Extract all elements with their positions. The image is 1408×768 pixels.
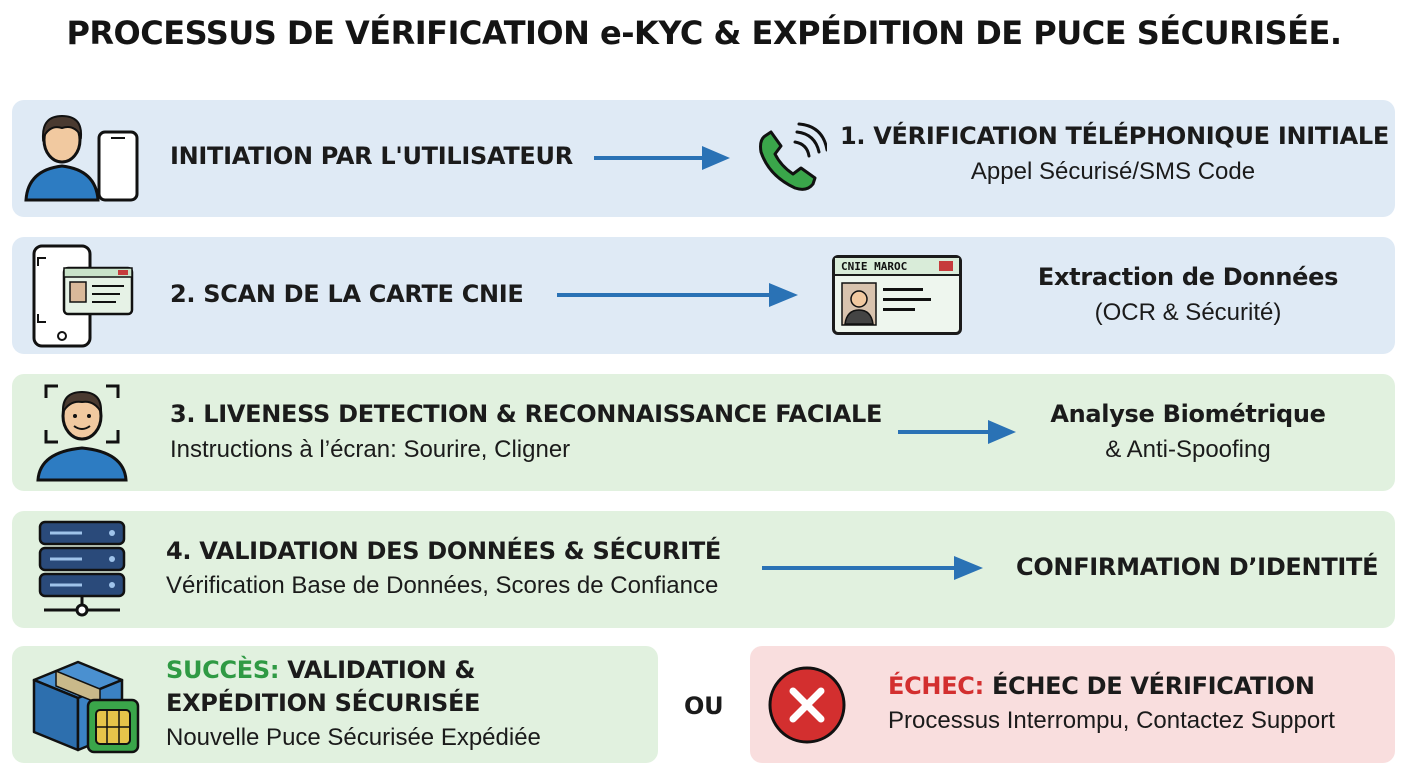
step-4-label: 4. VALIDATION DES DONNÉES & SÉCURITÉ <box>166 537 722 565</box>
flag-icon <box>939 261 953 271</box>
failure-subtitle: Processus Interrompu, Contactez Support <box>888 707 1335 734</box>
step-3-result-subtitle: & Anti-Spoofing <box>1105 436 1271 463</box>
card-label: CNIE MAROC <box>841 260 908 273</box>
arrow-step-4 <box>762 556 983 580</box>
step-1-subtitle: Appel Sécurisé/SMS Code <box>970 158 1256 185</box>
step-3-subtitle: Instructions à l’écran: Sourire, Cligner <box>170 436 571 463</box>
success-title-line2: EXPÉDITION SÉCURISÉE <box>166 689 481 717</box>
error-x-icon <box>768 666 846 744</box>
failure-title: ÉCHEC DE VÉRIFICATION <box>983 672 1315 700</box>
failure-prefix: ÉCHEC: <box>888 672 984 700</box>
step-4-title: CONFIRMATION D’IDENTITÉ <box>1016 553 1379 581</box>
step-4-subtitle: Vérification Base de Données, Scores de … <box>166 572 719 599</box>
step-validation-band <box>12 511 1395 628</box>
face-scan-icon <box>36 384 128 482</box>
step-2-label: 2. SCAN DE LA CARTE CNIE <box>170 280 524 308</box>
page-title: PROCESSUS DE VÉRIFICATION e-KYC & EXPÉDI… <box>66 14 1342 52</box>
step-liveness-band <box>12 374 1395 491</box>
step-initiation-label: INITIATION PAR L'UTILISATEUR <box>170 142 573 170</box>
arrow-step-2 <box>557 283 798 307</box>
step-3-label: 3. LIVENESS DETECTION & RECONNAISSANCE F… <box>170 400 883 428</box>
or-label: OU <box>684 692 724 720</box>
arrow-step-3 <box>898 420 1016 444</box>
step-3-title: Analyse Biométrique <box>1050 400 1326 428</box>
portrait-icon <box>841 282 877 326</box>
success-prefix: SUCCÈS: <box>166 656 280 684</box>
failure-title-line: ÉCHEC: ÉCHEC DE VÉRIFICATION <box>888 672 1315 700</box>
phone-call-icon <box>759 122 827 191</box>
user-with-phone-icon <box>24 114 139 202</box>
success-subtitle: Nouvelle Puce Sécurisée Expédiée <box>166 724 541 751</box>
step-2-title: Extraction de Données <box>1037 263 1339 291</box>
arrow-step-1 <box>594 146 730 170</box>
phone-scanning-card-icon <box>32 244 134 348</box>
server-database-icon <box>38 520 126 617</box>
step-1-title: 1. VÉRIFICATION TÉLÉPHONIQUE INITIALE <box>840 122 1389 150</box>
failure-band <box>750 646 1395 763</box>
cnie-card-icon: CNIE MAROC <box>832 255 962 335</box>
step-2-subtitle: (OCR & Sécurité) <box>1094 299 1282 326</box>
success-title: VALIDATION & <box>279 656 476 684</box>
package-chip-icon <box>32 660 140 754</box>
success-title-line1: SUCCÈS: VALIDATION & <box>166 656 475 684</box>
